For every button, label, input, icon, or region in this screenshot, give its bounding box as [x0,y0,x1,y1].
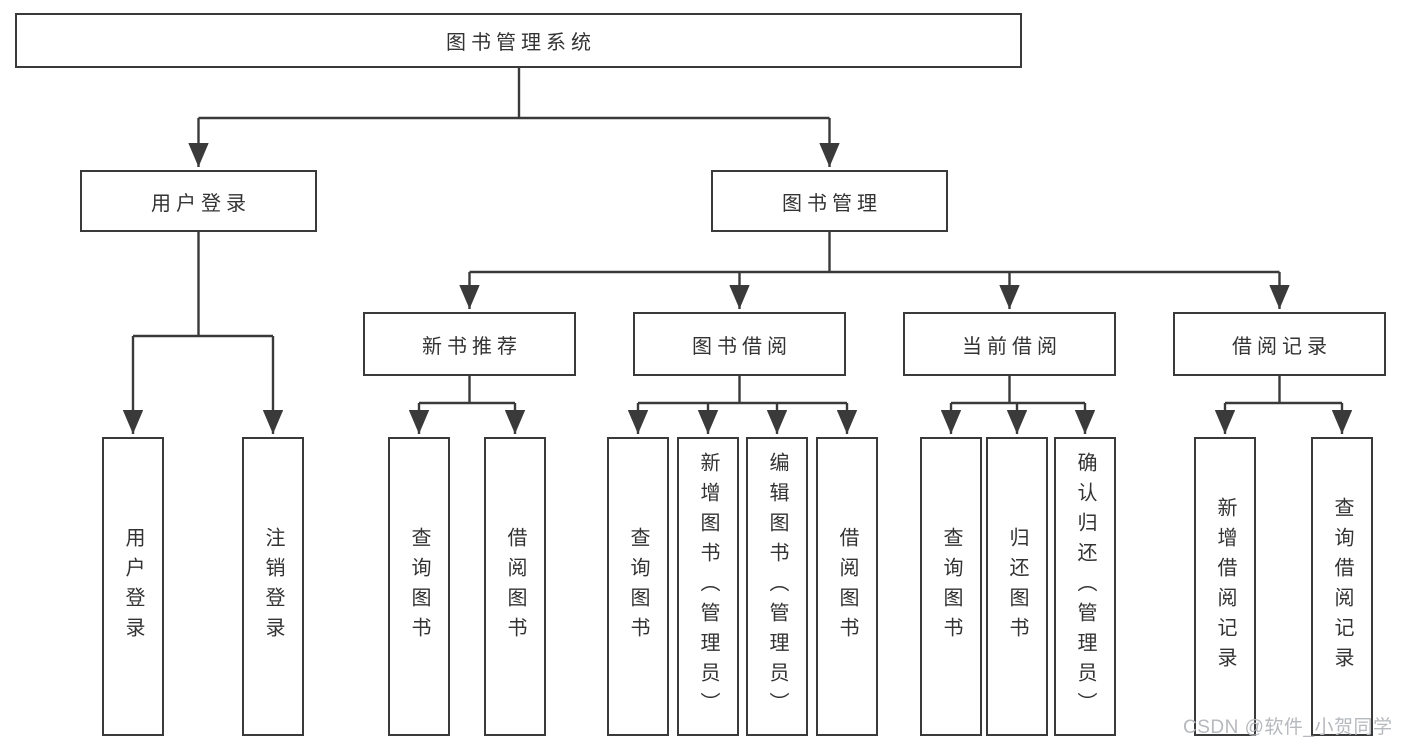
watermark: CSDN @软件_小贺同学 [1183,717,1393,738]
leaf-borrow-books-recommend: 借阅图书 [484,437,546,736]
leaf-logout: 注销登录 [242,437,304,736]
node-borrow-records: 借阅记录 [1173,312,1386,376]
leaf-return-book-label: 归还图书 [1006,526,1028,647]
leaf-query-books-recommend-label: 查询图书 [408,526,430,647]
leaf-return-book: 归还图书 [986,437,1048,736]
leaf-add-borrow-record: 新增借阅记录 [1194,437,1256,736]
leaf-borrow-books-label: 借阅图书 [836,526,858,647]
node-book-borrow: 图书借阅 [633,312,846,376]
leaf-confirm-return-admin: 确认归还（管理员） [1054,437,1116,736]
leaf-query-books-current-label: 查询图书 [940,526,962,647]
node-root: 图书管理系统 [15,13,1022,68]
node-user-login: 用户登录 [80,170,317,232]
node-current-borrow: 当前借阅 [903,312,1116,376]
leaf-query-books-borrow-label: 查询图书 [627,526,649,647]
leaf-borrow-books: 借阅图书 [816,437,878,736]
leaf-add-book-admin-label: 新增图书（管理员） [697,451,719,722]
leaf-query-books-borrow: 查询图书 [607,437,669,736]
leaf-query-borrow-record: 查询借阅记录 [1311,437,1373,736]
leaf-query-borrow-record-label: 查询借阅记录 [1331,496,1353,677]
leaf-user-login: 用户登录 [102,437,164,736]
leaf-logout-label: 注销登录 [262,526,284,647]
leaf-query-books-current: 查询图书 [920,437,982,736]
leaf-query-books-recommend: 查询图书 [388,437,450,736]
leaf-user-login-label: 用户登录 [122,526,144,647]
leaf-add-borrow-record-label: 新增借阅记录 [1214,496,1236,677]
connector-arrows [122,118,1353,434]
leaf-confirm-return-admin-label: 确认归还（管理员） [1074,451,1096,722]
node-new-book-recommend: 新书推荐 [363,312,576,376]
leaf-edit-book-admin: 编辑图书（管理员） [746,437,808,736]
leaf-add-book-admin: 新增图书（管理员） [677,437,739,736]
leaf-edit-book-admin-label: 编辑图书（管理员） [766,451,788,722]
leaf-borrow-books-recommend-label: 借阅图书 [504,526,526,647]
node-book-management: 图书管理 [711,170,948,232]
